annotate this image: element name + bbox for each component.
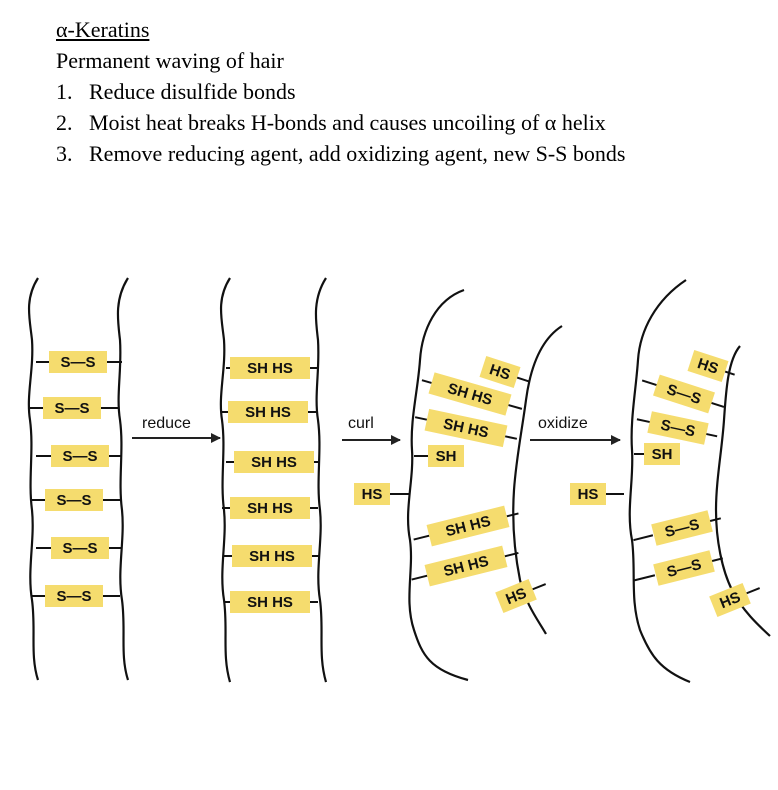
strand: [408, 290, 468, 680]
bond-label: S—S: [36, 537, 122, 559]
bond-label: HS: [354, 483, 410, 505]
bond-label: S—S: [631, 508, 724, 551]
bond-stub: [531, 584, 546, 590]
bond-label: SH HS: [409, 542, 521, 590]
arrow-label-oxidize: oxidize: [538, 415, 588, 432]
arrows: reduce curl oxidize: [132, 415, 620, 440]
bond-label: S—S: [631, 548, 726, 592]
bond-stub: [517, 378, 528, 382]
bond-label-text: SH HS: [247, 360, 293, 377]
bond-label-text: S—S: [54, 400, 89, 417]
panel-1: [29, 278, 128, 680]
bond-label-text: HS: [362, 486, 383, 503]
bond-label: S—S: [28, 397, 118, 419]
bond-stub: [508, 405, 521, 409]
bond-label: SH: [634, 443, 680, 465]
bond-label-text: SH: [652, 446, 673, 463]
bond-stub: [634, 575, 655, 580]
bond-label: HS: [570, 483, 624, 505]
bond-stub: [412, 576, 428, 580]
bond-stub: [709, 518, 721, 521]
bond-label: S—S: [635, 409, 720, 448]
bond-label: SH HS: [224, 545, 320, 567]
bond-stub: [633, 535, 652, 540]
arrow-label-curl: curl: [348, 415, 374, 432]
bond-label: SH HS: [222, 401, 316, 423]
bond-stub: [422, 380, 432, 383]
bond-label-text: SH HS: [247, 594, 293, 611]
bond-label-text: SH HS: [247, 500, 293, 517]
bond-label: HS: [495, 574, 550, 613]
bond-label-text: SH HS: [249, 548, 295, 565]
bond-label-text: S—S: [56, 588, 91, 605]
bond-stub: [745, 588, 760, 594]
bond-label-text: HS: [578, 486, 599, 503]
bond-label: S—S: [32, 489, 120, 511]
bond-label: S—S: [32, 585, 120, 607]
bond-label-text: S—S: [56, 492, 91, 509]
bond-label-text: S—S: [62, 540, 97, 557]
bond-label-text: S—S: [665, 556, 703, 581]
bond-label: SH HS: [226, 451, 320, 473]
bond-label: S—S: [36, 351, 122, 373]
bond-label-text: SH HS: [245, 404, 291, 421]
bond-stub: [505, 436, 517, 438]
bond-label-text: SH: [436, 448, 457, 465]
strand: [221, 278, 230, 682]
bond-stub: [415, 417, 427, 419]
bond-stub: [637, 419, 651, 422]
panel-2: [221, 278, 326, 682]
bond-label-text: SH HS: [251, 454, 297, 471]
bond-label: S—S: [36, 445, 122, 467]
strand: [316, 278, 326, 682]
bond-label: SH HS: [226, 357, 318, 379]
bond-label: HS: [709, 578, 764, 617]
strand: [29, 278, 38, 680]
bond-stub: [642, 380, 657, 385]
bond-label: SH HS: [224, 591, 318, 613]
bond-label-text: S—S: [663, 516, 701, 541]
bond-label-text: S—S: [62, 448, 97, 465]
bond-label: HS: [479, 356, 531, 392]
arrow-label-reduce: reduce: [142, 415, 191, 432]
bond-stub: [414, 536, 430, 540]
bond-stub: [711, 403, 724, 407]
panel-3: [408, 290, 562, 680]
bond-stub: [507, 513, 519, 516]
strand: [630, 280, 690, 682]
bond-label: SH HS: [411, 503, 521, 550]
bond-label-text: S—S: [60, 354, 95, 371]
bond-stub: [705, 434, 717, 436]
bond-label: SH HS: [222, 497, 318, 519]
bond-label: SH: [414, 445, 464, 467]
panel-4: [630, 280, 770, 682]
strand: [118, 278, 128, 680]
